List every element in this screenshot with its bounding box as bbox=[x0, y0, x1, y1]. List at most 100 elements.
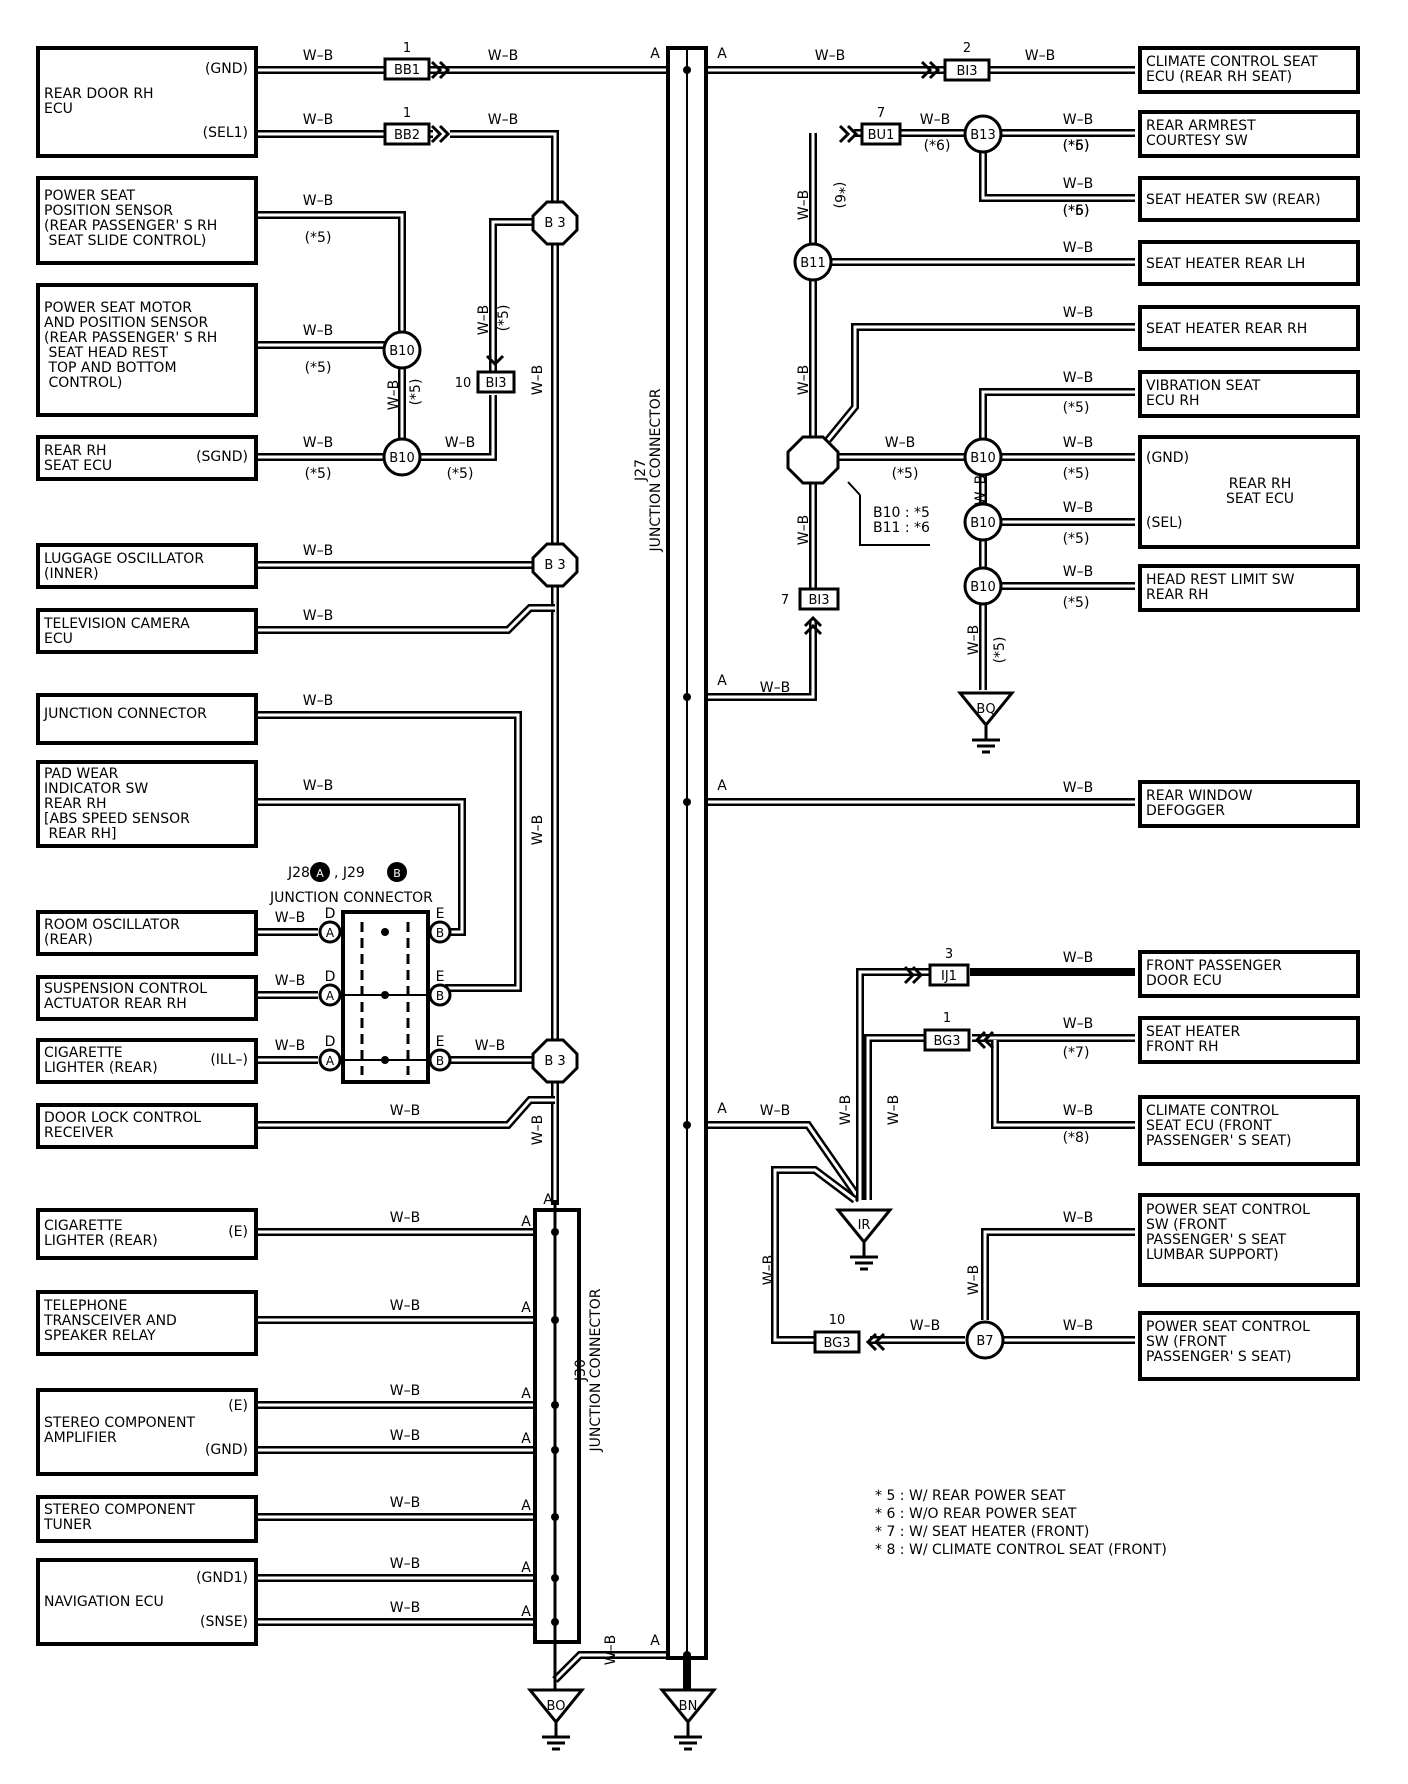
opt8: (*8) bbox=[1063, 1130, 1090, 1146]
connector-bg3-a-pin: 1 bbox=[943, 1011, 951, 1026]
wire-label-0: W–B bbox=[303, 48, 333, 64]
wire-label-v11: W–B bbox=[886, 1095, 902, 1125]
wire-label-6: W–B bbox=[303, 435, 333, 451]
pin-a-label-1: A bbox=[717, 46, 727, 62]
rear-door-gnd: (GND) bbox=[205, 61, 248, 77]
pin-a-label-9: A bbox=[521, 1386, 531, 1402]
pin-e-0: E bbox=[436, 906, 445, 922]
node-b7: B7 bbox=[976, 1334, 993, 1349]
j30-label: J30JUNCTION CONNECTOR bbox=[573, 1288, 604, 1452]
node-b13: B13 bbox=[970, 128, 995, 143]
wire-label-9: W–B bbox=[303, 608, 333, 624]
j28-j29-junction-block bbox=[341, 910, 430, 1084]
connector-bi3-top-pin: 2 bbox=[963, 41, 971, 56]
wire-label-v1: W–B bbox=[530, 815, 546, 845]
pin-a-label-5: A bbox=[650, 1633, 660, 1649]
wire-label-35: W–B bbox=[1063, 564, 1093, 580]
wire-label-10: W–B bbox=[303, 693, 333, 709]
pin-a-label-12: A bbox=[521, 1560, 531, 1576]
opt6-v: (*6) bbox=[831, 182, 847, 209]
components-nav_ecu: NAVIGATION ECU bbox=[44, 1594, 164, 1610]
wire-label-4: W–B bbox=[303, 193, 333, 209]
wire-label-40: W–B bbox=[1063, 1016, 1093, 1032]
pin-e-2: E bbox=[436, 1034, 445, 1050]
ground-symbols: BQ IR BO BN bbox=[526, 691, 1016, 1751]
wire-label-3: W–B bbox=[488, 112, 518, 128]
wire-label-20: W–B bbox=[390, 1428, 420, 1444]
opt5-v2: (*5) bbox=[408, 379, 424, 406]
wire-label-v10: W–B bbox=[838, 1095, 854, 1125]
wire-label-24: W–B bbox=[815, 48, 845, 64]
pin-a-2: A bbox=[326, 989, 335, 1003]
connector-bb2-pin: 1 bbox=[403, 106, 411, 121]
components-ill: (ILL–) bbox=[210, 1052, 248, 1068]
wire-label-v6: W–B bbox=[796, 365, 812, 395]
pin-a-label-13: A bbox=[521, 1604, 531, 1620]
connector-bi3-low-pin: 7 bbox=[781, 593, 789, 608]
wire-label-25: W–B bbox=[1025, 48, 1055, 64]
wire-label-38: W–B bbox=[760, 1103, 790, 1119]
components-heater_sw_rear: SEAT HEATER SW (REAR) bbox=[1146, 192, 1321, 208]
node-b10-c: B10 bbox=[970, 451, 995, 466]
opt7: (*7) bbox=[1063, 1045, 1090, 1061]
pin-a-label-3: A bbox=[717, 778, 727, 794]
pin-a-label-4: A bbox=[717, 1101, 727, 1117]
wire-label-v8: W–B bbox=[966, 625, 982, 655]
legend-b: B bbox=[393, 867, 401, 880]
ground-ir: IR bbox=[858, 1218, 871, 1233]
opt5-5: (*5) bbox=[1063, 138, 1090, 154]
ground-bq: BQ bbox=[976, 702, 995, 717]
wire-label-29: W–B bbox=[1063, 240, 1093, 256]
wire-label-36: W–B bbox=[1063, 780, 1093, 796]
wire-label-v0: W–B bbox=[530, 365, 546, 395]
wire-label-17: W–B bbox=[390, 1210, 420, 1226]
wire-label-28: W–B bbox=[1063, 176, 1093, 192]
connector-bi3-low: BI3 bbox=[808, 593, 829, 608]
wire-label-43: W–B bbox=[910, 1318, 940, 1334]
footnote-1: * 6 : W/O REAR POWER SEAT bbox=[875, 1506, 1077, 1522]
pin-a-3: A bbox=[326, 1054, 335, 1068]
wire-label-34: W–B bbox=[1063, 500, 1093, 516]
pin-a-label-11: A bbox=[521, 1498, 531, 1514]
node-b11: B11 bbox=[800, 256, 825, 271]
pin-a-label-0: A bbox=[650, 46, 660, 62]
opt6-3: (*6) bbox=[1063, 203, 1090, 219]
splice-nodes: B 3 B 3 B 3 B10 B10 B13 B11 B10 B10 B10 … bbox=[382, 114, 1005, 1360]
connector-bb1: BB1 bbox=[394, 63, 420, 78]
j27-label: J27JUNCTION CONNECTOR bbox=[633, 388, 664, 552]
connector-bu1: BU1 bbox=[868, 128, 895, 143]
pin-a-label-7: A bbox=[521, 1214, 531, 1230]
wire-label-19: W–B bbox=[390, 1383, 420, 1399]
opt5-v3: (*5) bbox=[992, 637, 1008, 664]
pin-b-3: B bbox=[436, 1054, 444, 1068]
wire-label-18: W–B bbox=[390, 1298, 420, 1314]
components-junction_conn: JUNCTION CONNECTOR bbox=[43, 706, 207, 722]
components-snse: (SNSE) bbox=[200, 1614, 248, 1630]
wire-label-12: W–B bbox=[275, 910, 305, 926]
connector-bb2: BB2 bbox=[394, 128, 420, 143]
opt5-6: (*5) bbox=[1063, 203, 1090, 219]
wire-label-21: W–B bbox=[390, 1495, 420, 1511]
wire-label-v5: W–B bbox=[796, 190, 812, 220]
opt5-0: (*5) bbox=[305, 230, 332, 246]
pin-b-2: B bbox=[436, 989, 444, 1003]
node-b3-2: B 3 bbox=[544, 558, 565, 573]
wire-label-23: W–B bbox=[390, 1600, 420, 1616]
connector-bi3-mid-pin: 10 bbox=[455, 376, 472, 391]
wire-label-5: W–B bbox=[303, 323, 333, 339]
wire-label-16: W–B bbox=[390, 1103, 420, 1119]
wire-label-13: W–B bbox=[275, 973, 305, 989]
components-gnd_r: (GND) bbox=[1146, 450, 1189, 466]
